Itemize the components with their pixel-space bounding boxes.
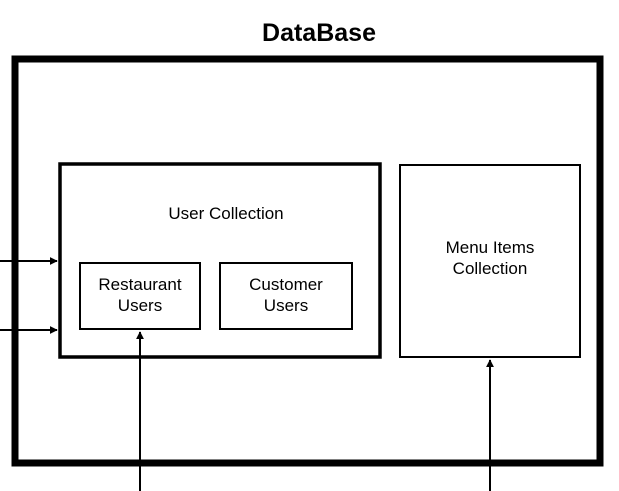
customer-users-label-line1: Customer xyxy=(249,275,323,294)
menu-items-collection-label-line1: Menu Items xyxy=(446,238,535,257)
user-collection: User Collection Restaurant Users Custome… xyxy=(58,162,382,359)
menu-items-collection: Menu Items Collection xyxy=(399,164,581,358)
restaurant-users-box xyxy=(79,262,201,330)
restaurant-users: Restaurant Users xyxy=(79,262,201,330)
database-title: DataBase xyxy=(262,19,376,47)
restaurant-users-label-line2: Users xyxy=(118,296,162,315)
menu-items-collection-box xyxy=(399,164,581,358)
user-collection-label: User Collection xyxy=(168,204,283,223)
customer-users: Customer Users xyxy=(219,262,353,330)
customer-users-label-line2: Users xyxy=(264,296,308,315)
user-collection-box xyxy=(58,162,382,359)
menu-items-collection-label-line2: Collection xyxy=(453,259,528,278)
restaurant-users-label-line1: Restaurant xyxy=(98,275,181,294)
customer-users-box xyxy=(219,262,353,330)
